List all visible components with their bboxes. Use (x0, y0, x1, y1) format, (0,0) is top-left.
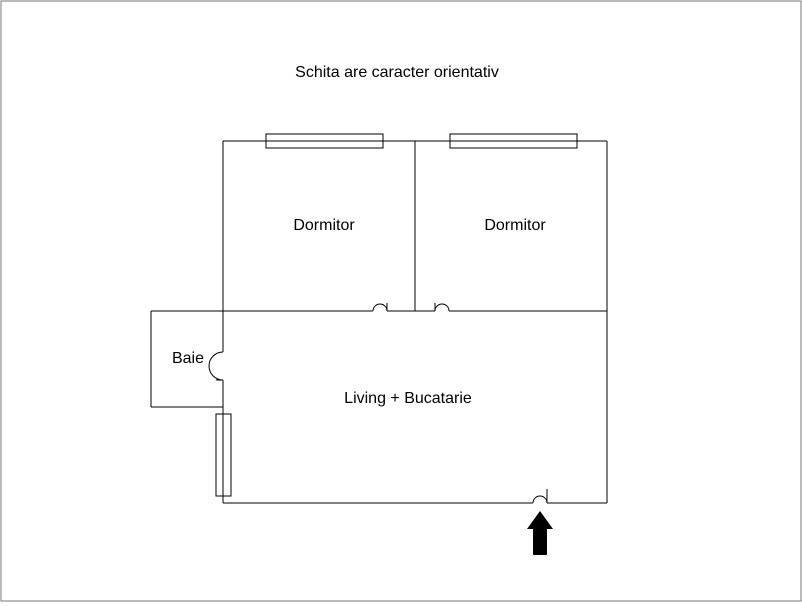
doors (208, 303, 548, 504)
room-label-living: Living + Bucatarie (344, 390, 472, 407)
window-living (215, 413, 232, 497)
room-label-bathroom: Baie (172, 350, 204, 367)
room-label-bedroom-left: Dormitor (293, 217, 355, 234)
arrow-up-icon (527, 511, 553, 555)
door-bathroom (208, 351, 224, 381)
door-entrance (532, 495, 548, 504)
window-bedroom-right (449, 133, 578, 149)
door-bedroom-left (372, 303, 388, 312)
window-bedroom-left (265, 133, 384, 149)
orientation-note: Schita are caracter orientativ (295, 64, 499, 81)
walls (150, 140, 608, 504)
windows (215, 133, 578, 497)
door-bedroom-right (434, 303, 450, 312)
room-label-bedroom-right: Dormitor (484, 217, 546, 234)
